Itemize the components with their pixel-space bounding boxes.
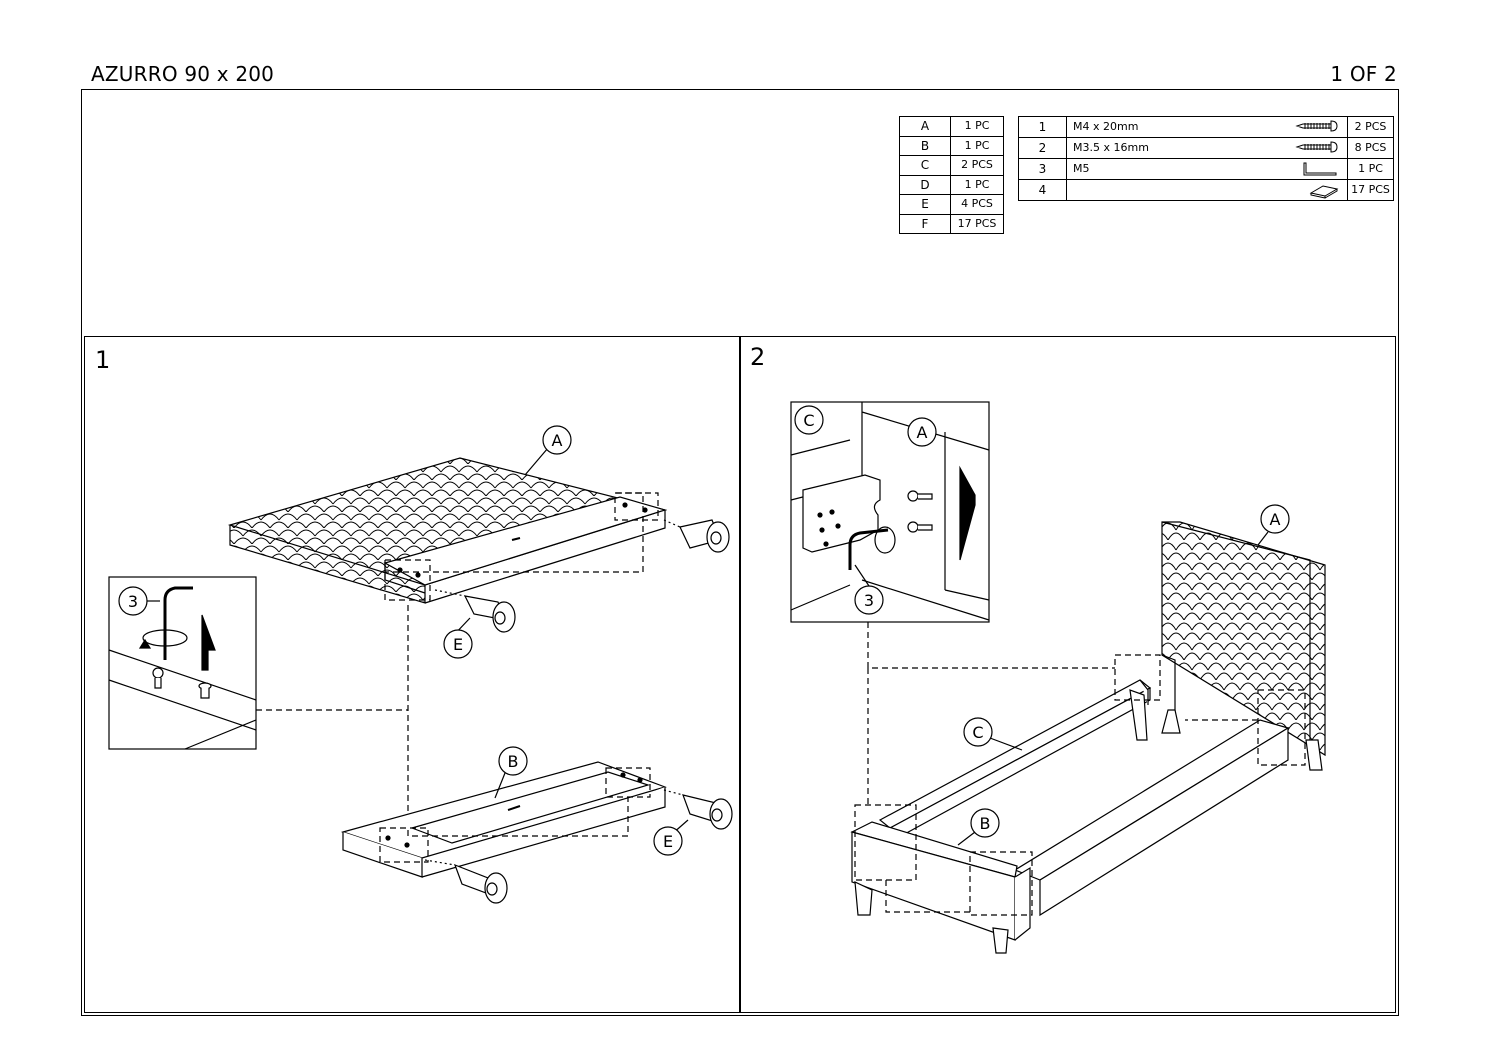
hardware-description: M4 x 20mm <box>1073 120 1139 133</box>
callout-e: E <box>453 635 463 654</box>
screw-icon <box>1295 141 1338 153</box>
callout-a: A <box>917 423 928 442</box>
steps-divider <box>739 337 741 1013</box>
hardware-table: 1 M4 x 20mm 2 PCS 2 M3.5 x 16mm 8 PCS 3 … <box>1018 116 1394 201</box>
step-number: 2 <box>750 343 766 371</box>
screw-icon <box>1295 120 1338 132</box>
part-qty: 1 PC <box>950 174 1004 195</box>
callout-b: B <box>980 814 991 833</box>
headboard-a <box>227 457 668 604</box>
callout-b: B <box>508 752 519 771</box>
callout-a: A <box>1270 510 1281 529</box>
footboard-b <box>850 821 1031 954</box>
callout-key: 3 <box>864 591 874 610</box>
hardware-qty: 17 PCS <box>1347 179 1394 201</box>
leg-e <box>663 789 733 830</box>
leg-e <box>663 519 730 553</box>
callout-c: C <box>803 411 814 430</box>
page-number: 1 OF 2 <box>1330 62 1397 86</box>
table-row: 4 17 PCS <box>1018 179 1394 201</box>
side-rail-c <box>1013 719 1290 917</box>
hardware-desc-cell <box>1066 179 1348 201</box>
hardware-number: 4 <box>1018 179 1067 201</box>
callout-c: C <box>972 723 983 742</box>
leg-e <box>434 589 516 633</box>
leg-e <box>424 859 508 904</box>
side-rail-c <box>878 679 1152 844</box>
document-title: AZURRO 90 x 200 <box>91 62 275 86</box>
step1-drawing <box>108 425 733 904</box>
rail-b <box>340 761 667 878</box>
part-qty: 17 PCS <box>950 213 1004 234</box>
hardware-qty: 2 PCS <box>1347 116 1394 138</box>
callout-key: 3 <box>128 592 138 611</box>
hardware-description: M5 <box>1073 162 1090 175</box>
callout-e: E <box>663 832 673 851</box>
bracket-detail <box>790 401 990 623</box>
hardware-description: M3.5 x 16mm <box>1073 141 1149 154</box>
page-frame <box>81 89 1399 1016</box>
allen-key-icon <box>1303 162 1337 176</box>
hardware-qty: 8 PCS <box>1347 137 1394 159</box>
callout-a: A <box>552 431 563 450</box>
slat-holder-icon <box>1309 185 1339 199</box>
step-number: 1 <box>95 346 111 374</box>
headboard-a <box>1161 521 1326 771</box>
step2-drawing <box>790 401 1326 954</box>
part-qty: 2 PCS <box>950 155 1004 176</box>
